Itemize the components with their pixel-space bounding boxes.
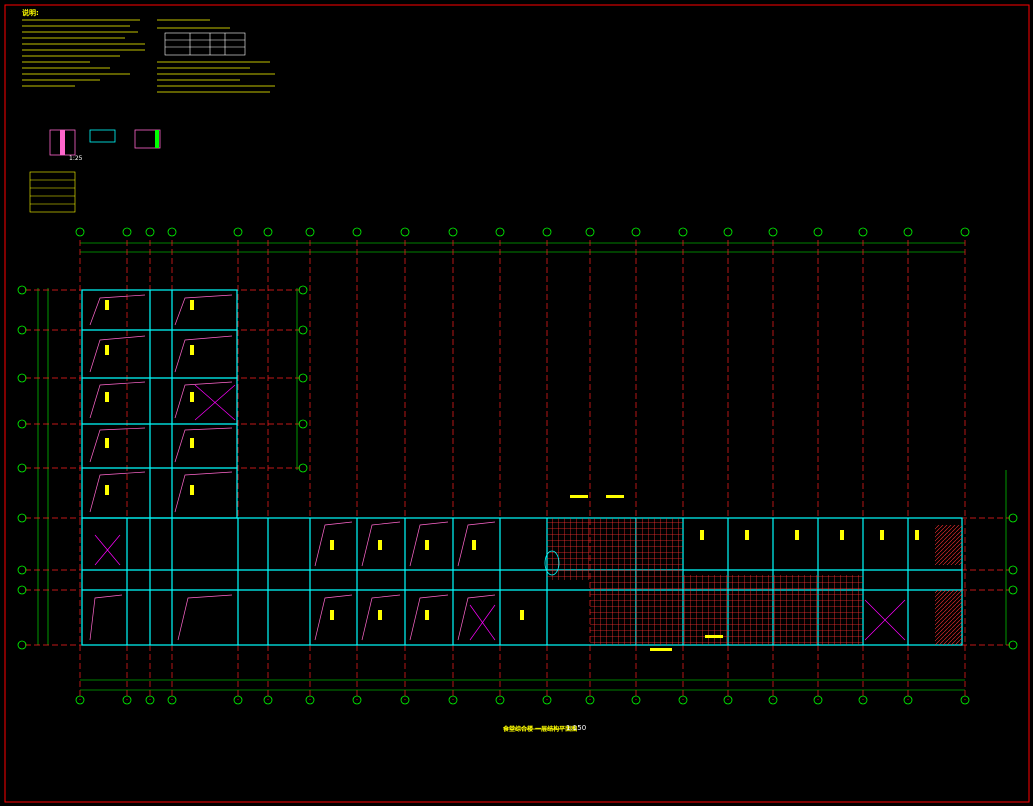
notes-table [164, 32, 246, 56]
drawing-border [4, 4, 1030, 803]
drawing-scale: 1:150 [566, 724, 587, 732]
brace-marks [94, 384, 906, 641]
dimension-lines-top [37, 242, 1007, 691]
section-mark-icon [544, 550, 560, 576]
slab-lines [89, 294, 496, 641]
general-notes-block [22, 19, 275, 93]
annotation-marks [105, 300, 919, 651]
drawing-title: 食堂综合楼 一层结构平面图 [503, 726, 578, 733]
detail-scale-label: 1:25 [69, 155, 83, 162]
hatched-slab-areas [547, 518, 962, 645]
detail-sketches [29, 129, 161, 213]
notes-title: 说明: [22, 8, 39, 17]
grid-bubble-icon [17, 227, 1018, 705]
